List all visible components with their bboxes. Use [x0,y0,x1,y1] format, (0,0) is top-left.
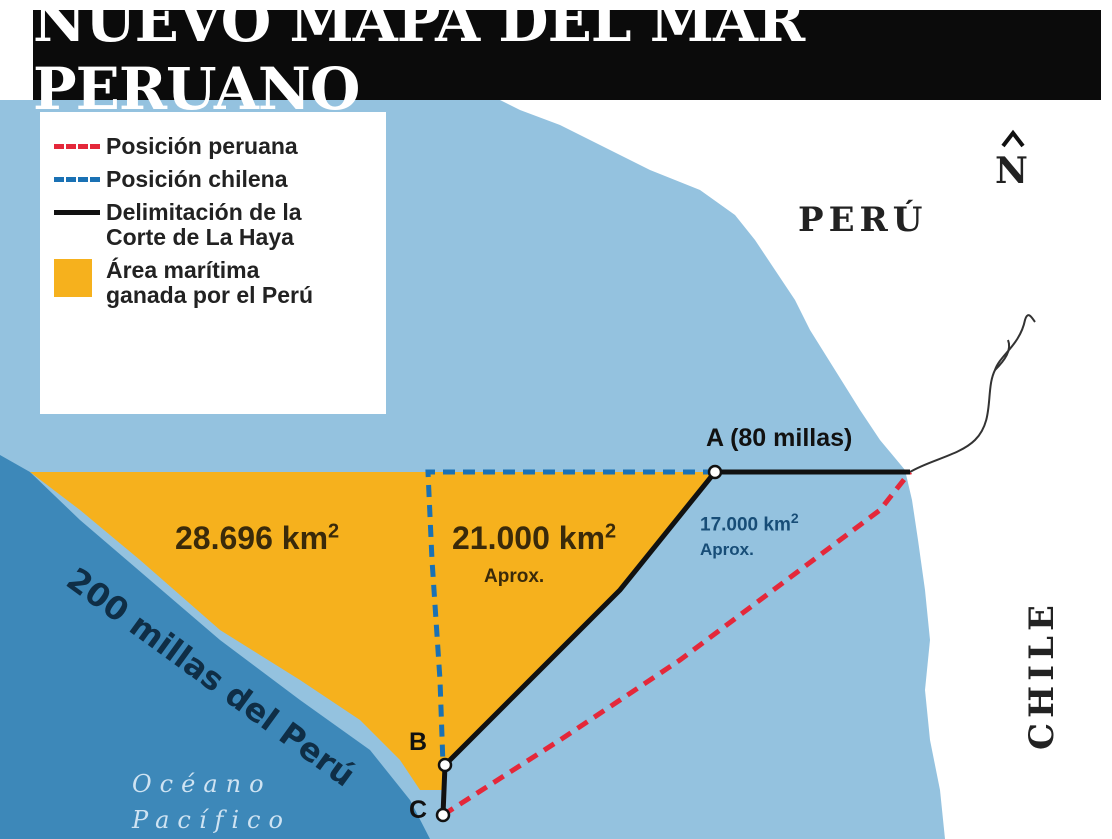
gained-area [30,472,715,790]
point-a-label: A (80 millas) [706,424,853,452]
area2-label: 21.000 km2 [452,520,617,556]
point-b-label: B [409,728,428,756]
legend-item-chile: Posición chilena [54,167,386,192]
land [500,100,1112,839]
legend-item-gained: Área marítima ganada por el Perú [54,258,386,308]
point-c-marker [435,807,451,823]
black-line-icon [54,209,100,215]
point-a-marker [707,464,723,480]
legend: Posición peruana Posición chilena Delimi… [40,112,386,414]
legend-label-peru: Posición peruana [106,133,298,159]
point-c-label: C [409,796,428,824]
peru-label: PERÚ [798,200,928,240]
map-title: NUEVO MAPA DEL MAR PERUANO [33,0,805,123]
legend-label-gained: Área marítima ganada por el Perú [106,257,314,308]
chile-position-line [425,469,715,766]
red-dash-icon [54,143,100,149]
deep-sea [0,455,430,839]
chile-label: CHILE [1022,600,1062,750]
ocean-label-2: Pacífico [132,806,291,834]
yellow-swatch-icon [54,259,92,297]
ocean-label-1: Océano [132,770,272,798]
legend-label-court: Delimitación de la Corte de La Haya [106,199,302,250]
north-arrow-icon [1001,129,1025,148]
legend-item-court: Delimitación de la Corte de La Haya [54,200,386,250]
peru-position-line [441,470,912,818]
area3-note: Aprox. [700,540,754,559]
legend-label-chile: Posición chilena [106,166,288,192]
area2-note: Aprox. [484,566,545,587]
area3-label: 17.000 km2 [700,510,799,536]
point-b-marker [437,757,453,773]
legend-item-peru: Posición peruana [54,134,386,159]
border-river [909,314,1036,473]
north-label: N [995,150,1028,192]
court-line [440,469,910,816]
area1-label: 28.696 km2 [175,520,340,556]
river [994,339,1011,371]
blue-dash-icon [54,176,100,182]
map-title-bar: NUEVO MAPA DEL MAR PERUANO [33,0,1101,123]
